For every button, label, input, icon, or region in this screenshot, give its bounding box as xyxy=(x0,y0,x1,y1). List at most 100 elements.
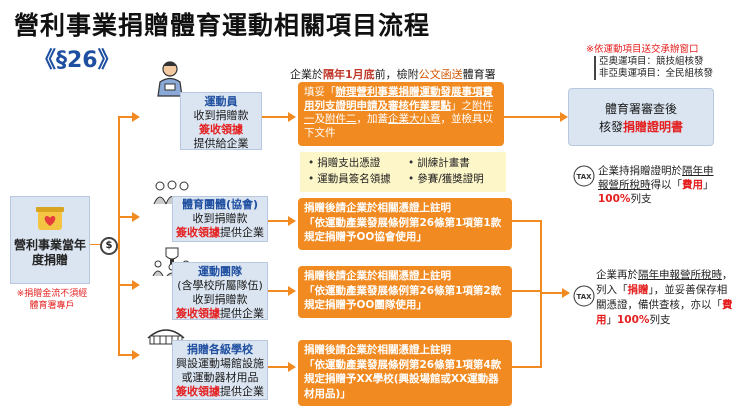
branch-line: 或運動器材用品 xyxy=(181,371,259,384)
admin-line: 體育署審查後 xyxy=(604,102,677,116)
window-item: 非亞奧運項目：全民組核發 xyxy=(599,68,714,79)
tax-text: 得以「 xyxy=(650,179,683,191)
receipt-highlight: 簽收領據 xyxy=(199,123,243,136)
branch-tail: 提供企業 xyxy=(220,307,264,320)
arrow xyxy=(288,216,296,226)
receipt-highlight: 簽收領據 xyxy=(176,226,220,239)
statement-body: 「依運動產業發展條例第26條第1項第1款規定捐贈予OO協會使用」 xyxy=(304,216,502,244)
branch-box-athlete: 運動員 收到捐贈款 簽收領據 提供給企業 xyxy=(180,92,262,150)
connector xyxy=(504,116,562,118)
statement-head: 捐贈後請企業於相關憑證上註明 xyxy=(304,202,451,214)
money-jar-icon-2 xyxy=(33,200,67,234)
form-text: 填妥「 xyxy=(304,86,336,98)
attachment-1: 附件一 xyxy=(304,99,493,126)
tax-text: 」 xyxy=(703,179,714,191)
branch-box-school: 捐贈各級學校 興設運動場館設施 或運動器材用品 簽收領據提供企業 xyxy=(172,340,268,400)
branch-tail: 提供給企業 xyxy=(193,137,249,150)
arrow-4 xyxy=(132,350,140,360)
sport-admin-box: 體育署審查後 核發捐贈證明書 xyxy=(568,88,714,146)
tax-text: 列支 xyxy=(630,193,652,205)
percentage: 100% xyxy=(598,193,631,205)
note-text: 前，檢附 xyxy=(374,68,419,81)
note-text: 體育署 xyxy=(462,68,496,81)
tax-text: 企業持捐贈證明於 xyxy=(598,165,682,177)
statement-box-3: 捐贈後請企業於相關憑證上註明 「依運動產業發展條例第26條第1項第4款規定捐贈予… xyxy=(298,340,512,406)
connector xyxy=(268,366,290,368)
tax-text: 列支 xyxy=(649,314,671,326)
branch-line: 收到捐贈款 xyxy=(192,212,248,225)
percentage: 100% xyxy=(617,314,650,326)
law-article: 《§26》 xyxy=(34,48,120,73)
tax-text: 企業再於 xyxy=(596,269,638,281)
arrow-1 xyxy=(132,112,140,122)
doc-item: 運動員簽名領據 xyxy=(308,171,408,187)
branch-line: 體育團體(協會) xyxy=(181,198,259,211)
tax-icon: TAX xyxy=(572,164,596,188)
donation-word: 捐贈 xyxy=(627,284,649,296)
application-form-box: 填妥「辦理營利事業捐贈運動發展事項費用列支證明申請及審核作業要點」之附件一及附件… xyxy=(298,82,504,146)
admin-line: 核發 xyxy=(598,120,623,134)
connector xyxy=(512,220,542,222)
statement-body: 「依運動產業發展條例第26條第1項第4款規定捐贈予XX學校(興設場館或XX運動器… xyxy=(304,358,502,400)
form-text: ，加蓋 xyxy=(356,113,389,125)
connector xyxy=(512,290,542,292)
branch-tail: 提供企業 xyxy=(220,385,264,398)
certificate: 捐贈證明書 xyxy=(623,120,684,134)
branch-line: 收到捐贈款 xyxy=(193,109,249,122)
connector xyxy=(540,292,564,294)
window-item: 亞奧運項目：競技組核發 xyxy=(599,56,704,67)
connector xyxy=(268,220,290,222)
branch-line-2 xyxy=(118,216,134,218)
arrow xyxy=(562,288,570,298)
branch-box-team: 運動團隊 (含學校所屬隊伍) 收到捐贈款 簽收領據提供企業 xyxy=(172,262,268,320)
branch-line-4 xyxy=(118,354,134,356)
tax-note-bottom: 企業再於隔年申報營所稅時，列入「捐贈」，並妥善保存相關憑證，備供查核，亦以「費用… xyxy=(596,268,736,328)
arrow xyxy=(288,362,296,372)
deadline: 隔年1月底 xyxy=(323,68,375,81)
branch-line: 運動團隊 xyxy=(198,265,242,278)
form-text: 」之 xyxy=(451,99,472,112)
arrow xyxy=(560,112,568,122)
form-text: 及 xyxy=(314,113,326,125)
window-note: ※依運動項目送交承辦窗口 亞奧運項目：競技組核發 非亞奧運項目：全民組核發 xyxy=(586,44,736,80)
arrow-3 xyxy=(132,280,140,290)
statement-box-1: 捐贈後請企業於相關憑證上註明 「依運動產業發展條例第26條第1項第1款規定捐贈予… xyxy=(298,198,512,250)
tax-text: ，列入「 xyxy=(596,269,733,296)
page-title: 營利事業捐贈體育運動相關項目流程 xyxy=(14,11,431,40)
svg-text:TAX: TAX xyxy=(576,173,592,181)
form-name: 辦理營利事業捐贈運動發展事項費用列支證明申請及審核作業要點 xyxy=(304,86,493,112)
expense-word: 費用 xyxy=(596,299,733,326)
window-note-title: ※依運動項目送交承辦窗口 xyxy=(586,44,699,55)
tax-text: 」，並妥善保存相關憑證，備供查核，亦以「 xyxy=(596,284,728,311)
tax-text: 」 xyxy=(606,314,618,326)
connector xyxy=(262,116,290,118)
company-stamp: 企業大小章 xyxy=(388,113,441,125)
statement-head: 捐贈後請企業於相關憑證上註明 xyxy=(304,344,451,356)
arrow-2 xyxy=(132,212,140,222)
donor-label: 營利事業當年度捐贈 xyxy=(14,238,87,267)
documents-box: 捐贈支出憑證 訓練計畫書 運動員簽名領據 參賽/獲獎證明 xyxy=(300,152,506,192)
doc-item: 參賽/獲獎證明 xyxy=(408,171,484,187)
doc-item: 訓練計畫書 xyxy=(408,155,470,171)
arrow xyxy=(288,286,296,296)
dollar-icon: $ xyxy=(100,237,118,255)
tax-note-top: 企業持捐贈證明於隔年申報營所稅時得以「費用」 100%列支 xyxy=(598,164,714,206)
arrow xyxy=(288,112,296,122)
form-text: ，並檢具以下文件 xyxy=(304,113,493,139)
doc-type: 公文函送 xyxy=(418,68,463,81)
athlete-icon xyxy=(150,58,190,98)
branch-line: 興設運動場館設施 xyxy=(176,357,264,370)
branch-line: 運動員 xyxy=(204,95,238,108)
submission-note: 企業於隔年1月底前，檢附公文函送體育署 xyxy=(290,66,520,82)
branch-line-3 xyxy=(118,284,134,286)
expense-word: 費用 xyxy=(682,179,703,191)
branch-line: 捐贈各級學校 xyxy=(187,343,253,356)
note-text: 企業於 xyxy=(290,68,323,81)
tax-text: 隔年申報營所稅時 xyxy=(638,269,722,281)
statement-box-2: 捐贈後請企業於相關憑證上註明 「依運動產業發展條例第26條第1項第2款規定捐贈予… xyxy=(298,266,512,318)
tax-text: 隔年申報營所稅時 xyxy=(598,165,714,191)
statement-head: 捐贈後請企業於相關憑證上註明 xyxy=(304,270,451,282)
branch-box-association: 體育團體(協會) 收到捐贈款 簽收領據提供企業 xyxy=(172,196,268,242)
receipt-highlight: 簽收領據 xyxy=(176,307,220,320)
branch-line: 收到捐贈款 xyxy=(192,293,248,306)
